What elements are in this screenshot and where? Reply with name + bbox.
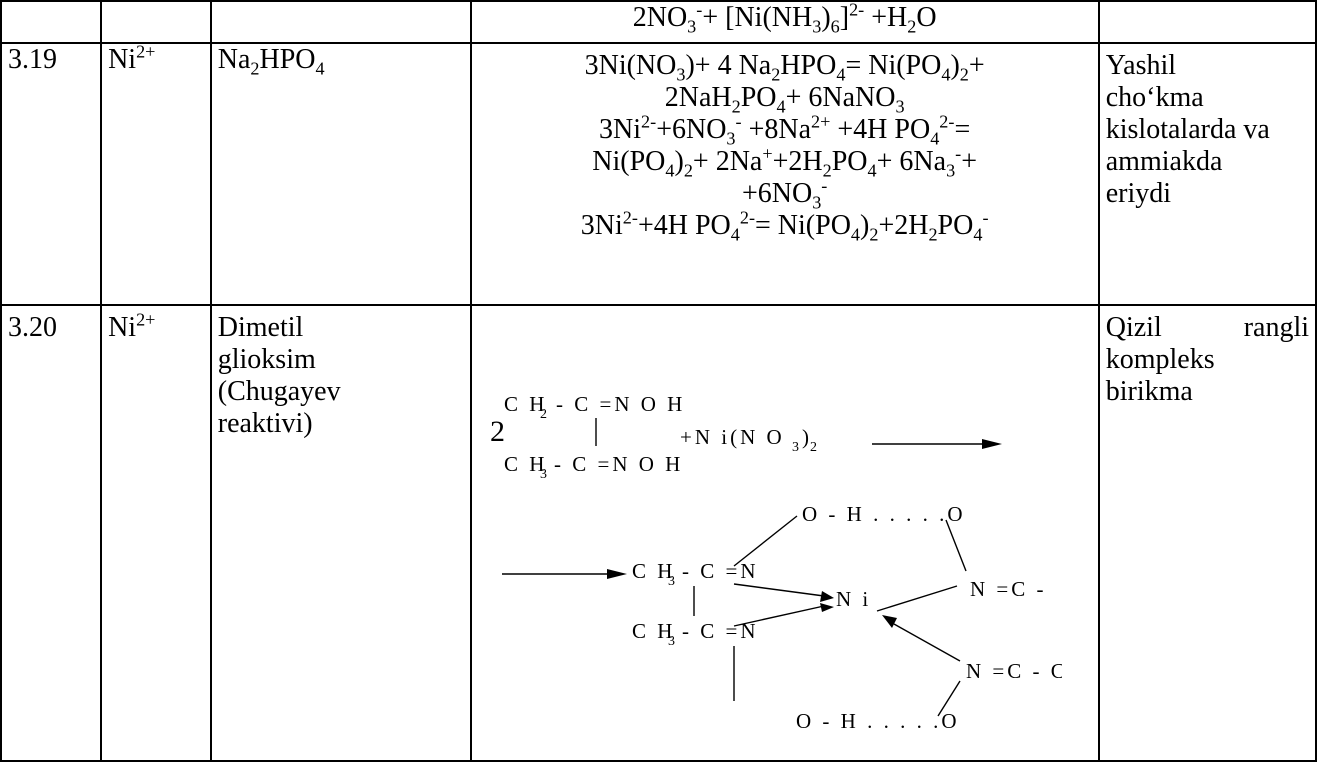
product-ch3-bottom: C H <box>632 619 675 643</box>
reagent-line: glioksim <box>217 344 316 375</box>
observation-line: birikma <box>1105 376 1193 407</box>
cell-reaction: 3Ni(NO3)+ 4 Na2HPO4= Ni(PO4)2+ 2NaH2PO4+… <box>469 42 1100 306</box>
bond-n-ni-bottom <box>733 605 824 627</box>
plus-nitrate: +N i(N O <box>680 425 785 449</box>
cell-ion <box>100 0 212 44</box>
coefficient: 2 <box>490 415 508 448</box>
nitrate-close: ) <box>802 425 812 449</box>
observation-line: kompleks <box>1105 344 1215 375</box>
nickel-center: N i <box>836 587 871 611</box>
cell-ion: Ni2+ <box>100 304 212 762</box>
nitrate-sub: 3 <box>792 440 802 455</box>
bond-n-o-bottom-right <box>936 680 961 717</box>
cell-observation <box>1097 0 1318 44</box>
ch2-sub: 2 <box>540 407 550 422</box>
chugayev-structure: 2 C H 2 - C =N O H C H 3 - C =N O H +N i… <box>473 307 1097 736</box>
cell-observation: Yashil cho‘kma kislotalarda va ammiakda … <box>1097 42 1318 306</box>
bond-n-ni-arrow <box>893 623 960 662</box>
observation-line: eriydi <box>1105 178 1172 209</box>
reaction-arrow-head <box>981 439 1002 449</box>
observation-line: Yashil <box>1105 50 1177 81</box>
cell-ion: Ni2+ <box>100 42 212 306</box>
product-ceqn-top: - C =N <box>682 559 759 583</box>
nitrate-sub2: 2 <box>810 440 820 455</box>
reaction-line: 3Ni(NO3)+ 4 Na2HPO4= Ni(PO4)2+ <box>584 50 985 85</box>
nc-top: N =C - <box>970 577 1047 601</box>
observation-line: cho‘kma <box>1105 82 1204 113</box>
cell-structure: 2 C H 2 - C =N O H C H 3 - C =N O H +N i… <box>469 304 1100 762</box>
ni-arrow-head-bottom <box>819 603 834 612</box>
bond-o-n-top <box>944 519 967 572</box>
observation-line: kislotalarda va <box>1105 114 1270 145</box>
oh-bridge-bottom: O - H . . . . .O <box>796 709 960 733</box>
ni-arrow-head-right <box>881 615 897 628</box>
table-row: 2NO3-+ [Ni(NH3)6]2- +H2O <box>0 0 1318 44</box>
cell-reaction: 2NO3-+ [Ni(NH3)6]2- +H2O <box>469 0 1100 44</box>
cell-number: 3.20 <box>0 304 103 762</box>
bond-n-ni-top <box>733 583 824 597</box>
reaction-line: 2NaH2PO4+ 6NaNO3 <box>664 82 905 117</box>
product-ch3-top: C H <box>632 559 675 583</box>
ch3-label: C H <box>504 452 547 476</box>
product-arrow-head <box>606 569 627 579</box>
reagent-line: reaktivi) <box>217 408 313 439</box>
observation-line: ammiakda <box>1105 146 1223 177</box>
table-row: 3.20 Ni2+ Dimetil glioksim (Chugayev rea… <box>0 304 1318 762</box>
cell-number <box>0 0 103 44</box>
reaction-line: 3Ni2-+6NO3- +8Na2+ +4H PO42-= <box>599 111 971 149</box>
c-noh-top: - C =N O H <box>556 392 685 416</box>
product-ch3-bottom-sub: 3 <box>668 634 678 649</box>
nc-bottom: N =C - C <box>966 659 1062 683</box>
reaction-line: 2NO3-+ [Ni(NH3)6]2- +H2O <box>632 1 937 37</box>
ch3-sub: 3 <box>540 467 550 482</box>
reagent-line: (Chugayev <box>217 376 341 407</box>
bond-n-o-top <box>733 515 797 567</box>
c-noh-bottom: - C =N O H <box>554 452 683 476</box>
cell-number: 3.19 <box>0 42 103 306</box>
table-row: 3.19 Ni2+ Na2HPO4 3Ni(NO3)+ 4 Na2HPO4= N… <box>0 42 1318 306</box>
cell-reagent <box>209 0 472 44</box>
cell-reagent: Na2HPO4 <box>209 42 472 306</box>
product-ceqn-bottom: - C =N <box>682 619 759 643</box>
ni-arrow-head-top <box>819 591 834 602</box>
oh-bridge-top: O - H . . . . .O <box>802 502 966 526</box>
cell-reagent: Dimetil glioksim (Chugayev reaktivi) <box>209 304 472 762</box>
reaction-line: Ni(PO4)2+ 2Na++2H2PO4+ 6Na3-+ <box>592 143 978 181</box>
ch2-label: C H <box>504 392 547 416</box>
product-ch3-top-sub: 3 <box>668 574 678 589</box>
bond-ni-n-top <box>876 585 957 612</box>
structure-drawing: 2 C H 2 - C =N O H C H 3 - C =N O H +N i… <box>490 392 1062 733</box>
reagent-line: Dimetil <box>217 312 304 343</box>
reaction-line: 3Ni2-+4H PO42-= Ni(PO4)2+2H2PO4- <box>580 207 989 245</box>
reaction-line: +6NO3- <box>741 175 828 213</box>
